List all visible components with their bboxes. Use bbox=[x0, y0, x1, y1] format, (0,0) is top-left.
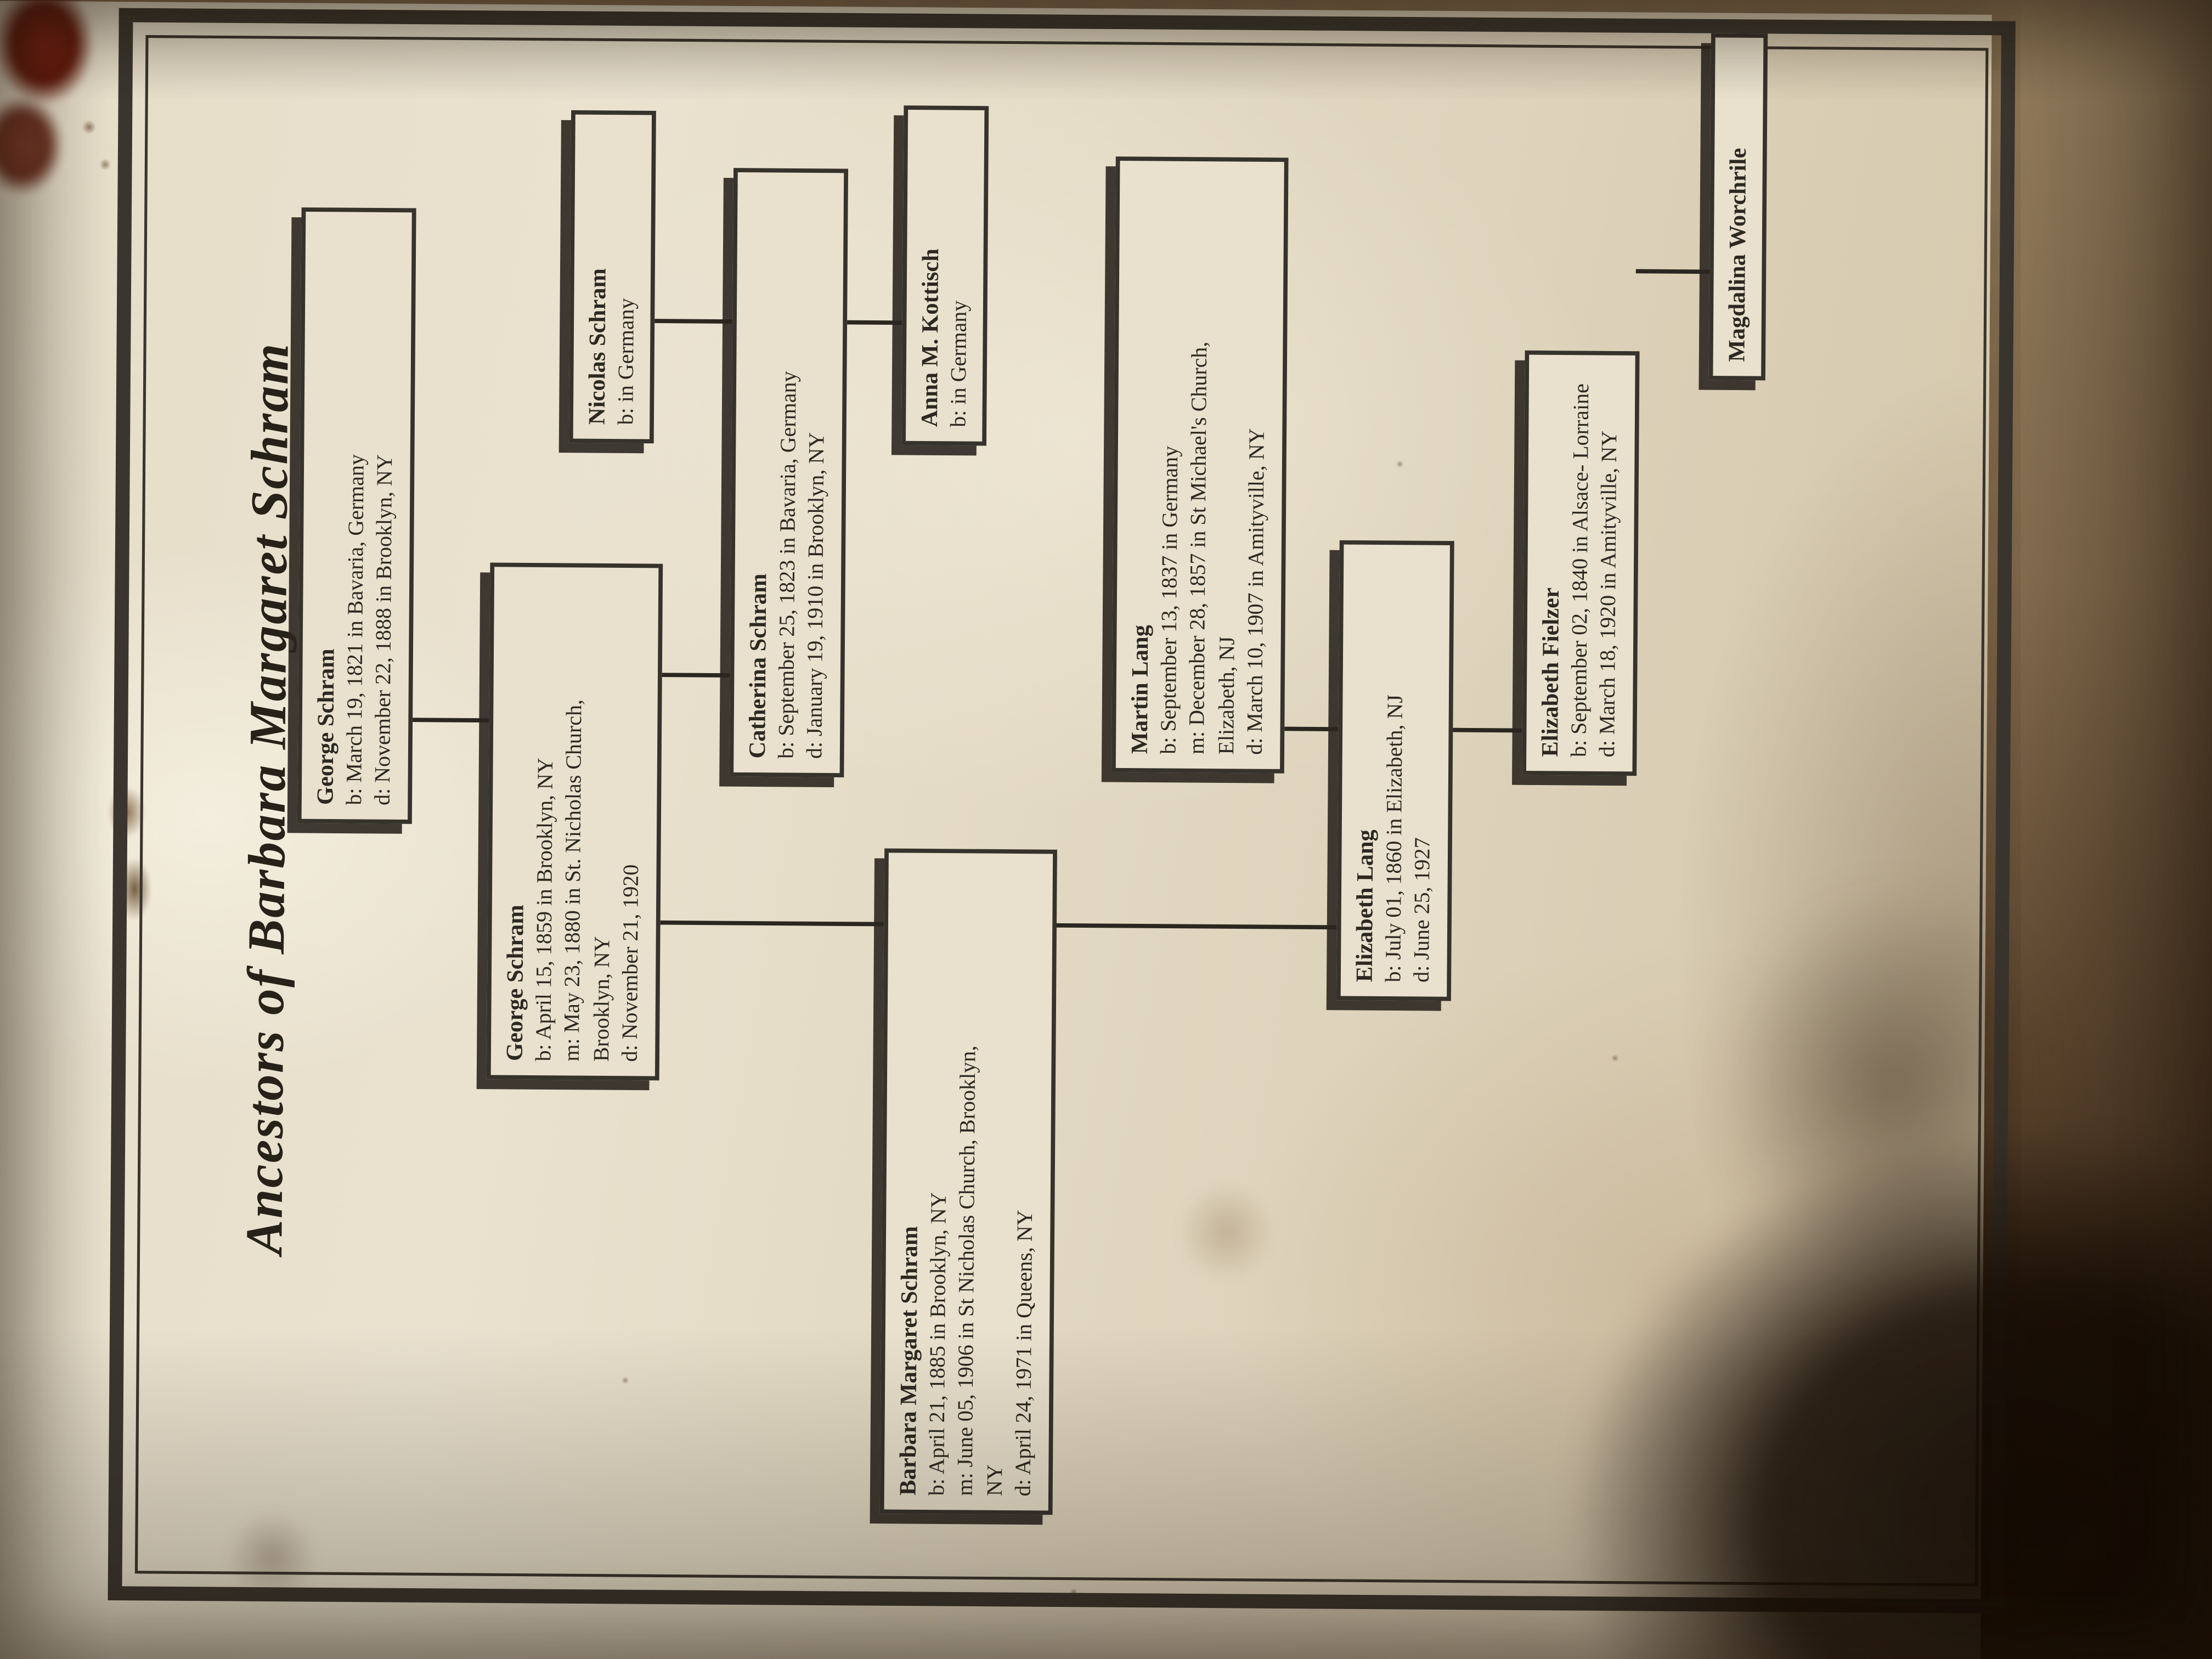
person-box-barbara-margaret-schram: Barbara Margaret Schram b: April 21, 188… bbox=[879, 848, 1057, 1515]
pedigree-connector bbox=[1635, 269, 1710, 274]
person-name: Catherina Schram bbox=[743, 573, 772, 759]
person-box-elizabeth-fielzer: Elizabeth Fielzer b: September 02, 1840 … bbox=[1522, 350, 1639, 776]
person-name: Elizabeth Fielzer bbox=[1536, 587, 1565, 757]
paper-stain bbox=[82, 120, 97, 134]
person-detail-line: m: June 05, 1906 in St Nicholas Church, … bbox=[953, 1045, 981, 1496]
pedigree-connector bbox=[659, 673, 730, 678]
person-detail-line: b: April 21, 1885 in Brooklyn, NY bbox=[924, 1192, 951, 1496]
person-detail-line: m: December 28, 1857 in St Michael's Chu… bbox=[1185, 341, 1213, 755]
person-box-catherina-schram: Catherina Schram b: September 25, 1823 i… bbox=[729, 168, 848, 778]
person-detail-line: NY bbox=[983, 1464, 1007, 1497]
pedigree-connector bbox=[843, 320, 902, 325]
person-detail-line: b: in Germany bbox=[614, 298, 639, 425]
person-box-elizabeth-lang: Elizabeth Lang b: July 01, 1860 in Eliza… bbox=[1336, 540, 1454, 1001]
person-detail-line: b: July 01, 1860 in Elizabeth, NJ bbox=[1381, 694, 1408, 983]
pedigree-connector bbox=[408, 718, 489, 723]
person-name: George Schram bbox=[311, 648, 340, 805]
person-detail-line: d: November 22, 1888 in Brooklyn, NY bbox=[371, 454, 398, 806]
person-detail-line: b: September 13, 1837 in Germany bbox=[1156, 445, 1183, 754]
person-name: Elizabeth Lang bbox=[1350, 829, 1379, 983]
person-detail-line: m: May 23, 1880 in St. Nicholas Church, bbox=[560, 699, 588, 1062]
person-detail-line: Elizabeth, NJ bbox=[1214, 636, 1240, 755]
person-detail-line: d: March 18, 1920 in Amityville, NY bbox=[1596, 430, 1623, 758]
person-name: Nicolas Schram bbox=[583, 268, 611, 425]
pedigree-connector bbox=[1282, 726, 1339, 731]
person-detail-line: d: March 10, 1907 in Amityville, NY bbox=[1243, 428, 1270, 755]
family-tree-document: Ancestors of Barbara Margaret Schram Bar… bbox=[108, 8, 2016, 1614]
pedigree-connector bbox=[657, 920, 884, 927]
person-name: Martin Lang bbox=[1126, 624, 1154, 754]
person-detail-line: b: March 19, 1821 in Bavaria, Germany bbox=[342, 454, 369, 805]
person-detail-line: d: April 24, 1971 in Queens, NY bbox=[1012, 1210, 1038, 1497]
person-box-nicolas-schram: Nicolas Schram b: in Germany bbox=[568, 110, 657, 444]
paper-sheet: Ancestors of Barbara Margaret Schram Bar… bbox=[0, 1, 2016, 1659]
person-box-george-schram-1859: George Schram b: April 15, 1859 in Brook… bbox=[486, 562, 663, 1081]
person-name: George Schram bbox=[500, 904, 529, 1062]
person-detail-line: d: November 21, 1920 bbox=[618, 864, 644, 1062]
chart-title: Ancestors of Barbara Margaret Schram bbox=[236, 342, 301, 1255]
person-box-martin-lang: Martin Lang b: September 13, 1837 in Ger… bbox=[1111, 156, 1288, 774]
person-detail-line: b: September 25, 1823 in Bavaria, German… bbox=[774, 371, 802, 759]
person-detail-line: Brooklyn, NY bbox=[589, 936, 615, 1062]
pedigree-connector bbox=[1053, 923, 1337, 930]
person-name: Anna M. Kottisch bbox=[916, 248, 944, 427]
person-detail-line: b: April 15, 1859 in Brooklyn, NY bbox=[532, 758, 558, 1062]
pedigree-connector bbox=[1448, 727, 1522, 733]
person-name: Barbara Margaret Schram bbox=[894, 1226, 923, 1496]
person-box-magdalina-worchrile: Magdalina Worchrile bbox=[1708, 33, 1768, 381]
person-name: Magdalina Worchrile bbox=[1723, 148, 1752, 362]
person-detail-line: d: June 25, 1927 bbox=[1410, 837, 1436, 983]
person-box-anna-m-kottisch: Anna M. Kottisch b: in Germany bbox=[901, 105, 989, 446]
pedigree-connector bbox=[650, 319, 733, 324]
person-detail-line: b: in Germany bbox=[946, 300, 972, 427]
paper-stain bbox=[99, 158, 111, 171]
person-box-george-schram-1821: George Schram b: March 19, 1821 in Bavar… bbox=[297, 207, 416, 824]
person-detail-line: d: January 19, 1910 in Brooklyn, NY bbox=[803, 432, 830, 759]
person-detail-line: b: September 02, 1840 in Alsace- Lorrain… bbox=[1567, 383, 1594, 758]
